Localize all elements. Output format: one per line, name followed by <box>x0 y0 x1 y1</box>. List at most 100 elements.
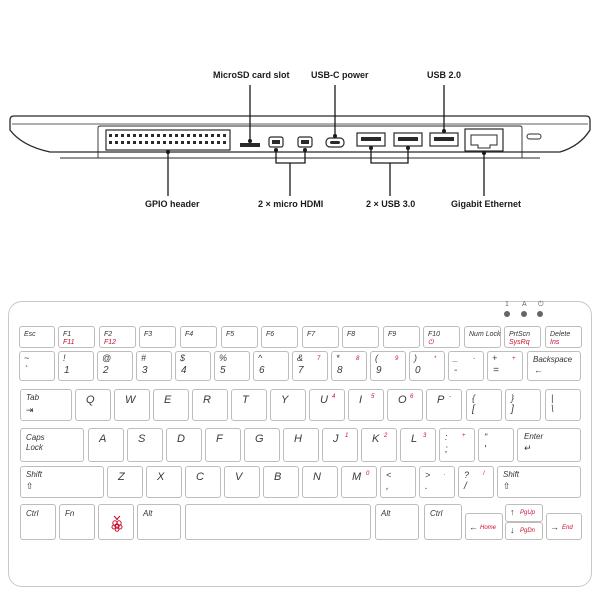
arrow-left-icon: ← <box>469 522 478 532</box>
key-5[interactable]: %5 <box>214 351 250 381</box>
key-lctrl[interactable]: Ctrl <box>20 504 56 540</box>
key-label: F5 <box>226 331 235 338</box>
key-3[interactable]: #3 <box>136 351 172 381</box>
gpio-pin <box>211 134 214 137</box>
key-backslash[interactable]: |\ <box>545 389 581 421</box>
key-semicolon[interactable]: :;+ <box>439 428 475 462</box>
key-label: 2 <box>384 433 388 439</box>
key-arrow-right[interactable]: →End <box>546 513 582 540</box>
key-b[interactable]: B <box>263 466 299 498</box>
key-r[interactable]: R <box>192 389 228 421</box>
key-period[interactable]: >.. <box>419 466 455 498</box>
key-4[interactable]: $4 <box>175 351 211 381</box>
key-f5[interactable]: F5 <box>221 326 258 348</box>
key-s[interactable]: S <box>127 428 163 462</box>
key-backspace[interactable]: Backspace← <box>527 351 581 381</box>
key-f8[interactable]: F8 <box>342 326 379 348</box>
gpio-pin <box>193 134 196 137</box>
key-label: 5 <box>220 365 226 376</box>
key-tilde[interactable]: ~` <box>19 351 55 381</box>
key-label: PgDn <box>520 528 536 534</box>
key-z[interactable]: Z <box>107 466 143 498</box>
key-w[interactable]: W <box>114 389 150 421</box>
key-f3[interactable]: F3 <box>139 326 176 348</box>
key-f4[interactable]: F4 <box>180 326 217 348</box>
key-v[interactable]: V <box>224 466 260 498</box>
key-lalt[interactable]: Alt <box>137 504 181 540</box>
key-t[interactable]: T <box>231 389 267 421</box>
key-raspberry[interactable] <box>98 504 134 540</box>
key-d[interactable]: D <box>166 428 202 462</box>
key-label: " <box>484 432 488 442</box>
key-1[interactable]: !1 <box>58 351 94 381</box>
key-label: Ins <box>550 339 560 346</box>
key-quote[interactable]: "' <box>478 428 514 462</box>
key-minus[interactable]: _-- <box>448 351 484 381</box>
key-tab[interactable]: Tab⇥ <box>20 389 72 421</box>
arrow-right-icon: → <box>550 522 559 532</box>
key-esc[interactable]: Esc <box>19 326 55 348</box>
key-label: I <box>359 394 363 406</box>
key-label: ) <box>414 353 417 363</box>
key-h[interactable]: H <box>283 428 319 462</box>
key-label: F2 <box>104 331 113 338</box>
key-p[interactable]: P- <box>426 389 462 421</box>
key-capslock[interactable]: Caps Lock <box>20 428 84 462</box>
key-enter[interactable]: Enter↵ <box>517 428 581 462</box>
key-x[interactable]: X <box>146 466 182 498</box>
callout-hdmi: 2 × micro HDMI <box>258 199 324 209</box>
key-arrow-left[interactable]: ←Home <box>465 513 503 540</box>
key-label: C <box>196 471 204 483</box>
key-a[interactable]: A <box>88 428 124 462</box>
key-6[interactable]: ^6 <box>253 351 289 381</box>
key-f10[interactable]: F10⏻ <box>423 326 460 348</box>
key-slash[interactable]: ?// <box>458 466 494 498</box>
key-q[interactable]: Q <box>75 389 111 421</box>
key-lshift[interactable]: Shift⇧ <box>20 466 104 498</box>
key-g[interactable]: G <box>244 428 280 462</box>
key-y[interactable]: Y <box>270 389 306 421</box>
key-0[interactable]: )0* <box>409 351 445 381</box>
key-f7[interactable]: F7 <box>302 326 339 348</box>
key-label: + <box>462 433 466 439</box>
key-label: 5 <box>371 394 375 400</box>
key-ralt[interactable]: Alt <box>375 504 419 540</box>
key-rbracket[interactable]: }] <box>505 389 541 421</box>
key-equals[interactable]: +=+ <box>487 351 523 381</box>
key-f6[interactable]: F6 <box>261 326 298 348</box>
key-2[interactable]: @2 <box>97 351 133 381</box>
key-label: Backspace <box>533 355 573 364</box>
key-arrow-down[interactable]: ↓ PgDn <box>505 522 543 540</box>
key-label: 0 <box>366 471 370 477</box>
key-comma[interactable]: <, <box>380 466 416 498</box>
key-rctrl[interactable]: Ctrl <box>424 504 462 540</box>
key-numlock[interactable]: Num Lock <box>464 326 501 348</box>
key-rshift[interactable]: Shift⇧ <box>497 466 581 498</box>
key-c[interactable]: C <box>185 466 221 498</box>
key-arrow-up[interactable]: ↑PgUp <box>505 504 543 522</box>
key-f[interactable]: F <box>205 428 241 462</box>
key-fnkey[interactable]: Fn <box>59 504 95 540</box>
key-e[interactable]: E <box>153 389 189 421</box>
arrow-down-icon: ↓ <box>510 525 515 535</box>
key-lbracket[interactable]: {[ <box>466 389 502 421</box>
key-space[interactable] <box>185 504 371 540</box>
key-n[interactable]: N <box>302 466 338 498</box>
key-f9[interactable]: F9 <box>383 326 420 348</box>
indicator-led <box>537 311 543 317</box>
gpio-pin <box>139 141 142 144</box>
